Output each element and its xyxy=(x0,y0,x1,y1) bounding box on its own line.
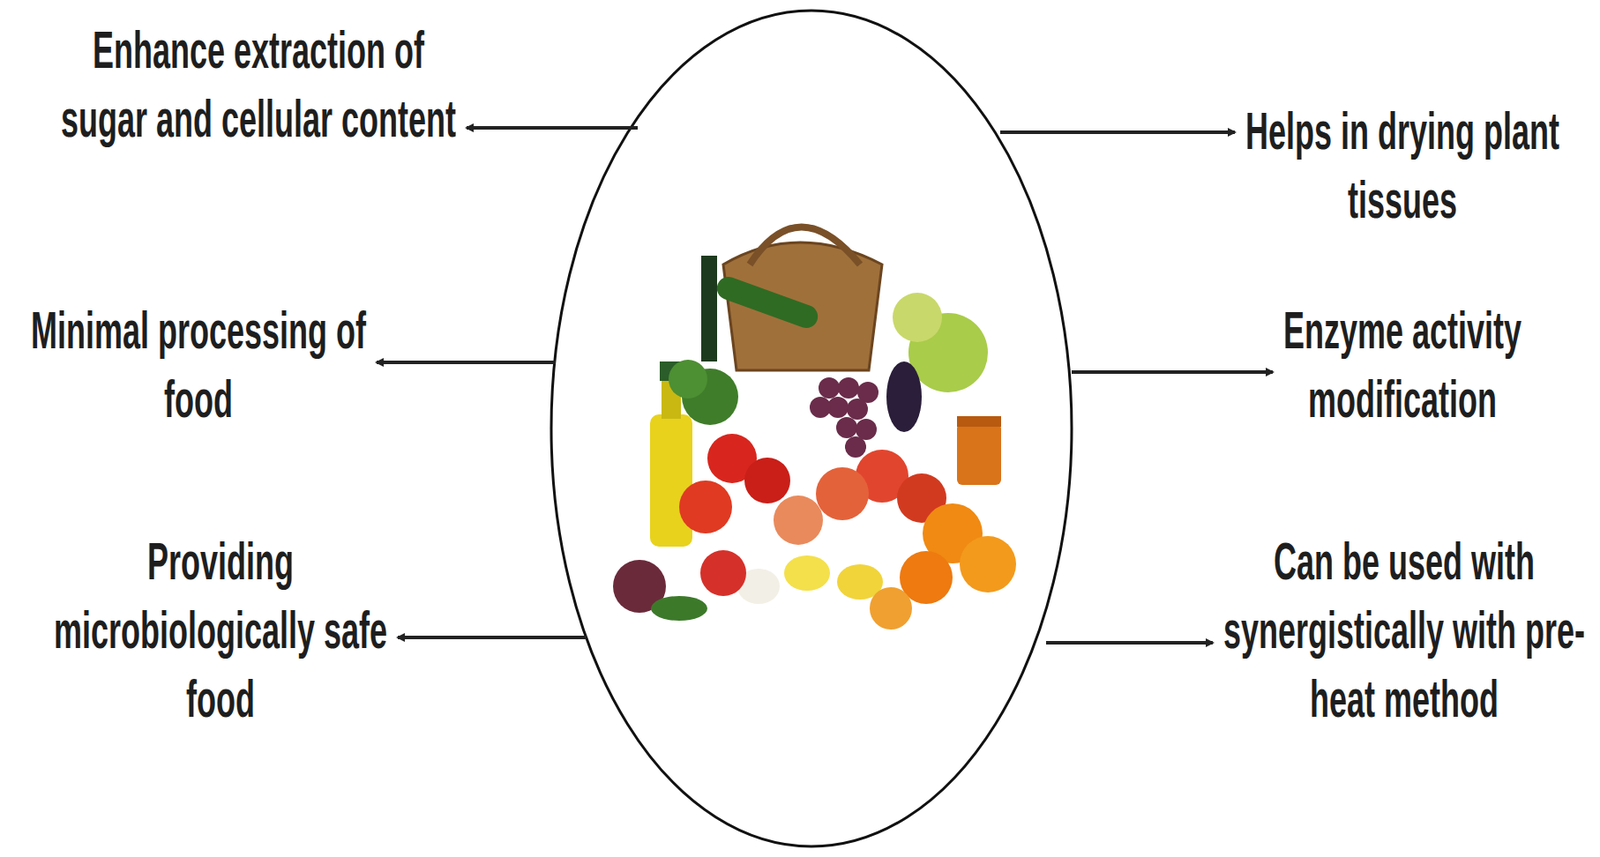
circle-outline xyxy=(551,10,1072,847)
benefit-label: Helps in drying plant tissues xyxy=(1217,97,1588,235)
pointer-arrow xyxy=(397,635,587,640)
benefit-label: Providing microbiologically safe food xyxy=(26,527,415,734)
label-box: Enhance extraction of sugar and cellular… xyxy=(59,15,457,228)
pointer-arrow xyxy=(1071,370,1273,374)
label-box: Enzyme activity modification xyxy=(1217,296,1588,509)
benefit-label: Enzyme activity modification xyxy=(1217,296,1588,434)
label-box: Helps in drying plant tissues xyxy=(1217,97,1588,309)
pointer-arrow xyxy=(376,360,556,365)
produce-pile xyxy=(613,227,1017,631)
label-box: Providing microbiologically safe food xyxy=(26,527,415,740)
benefit-label: Enhance extraction of sugar and cellular… xyxy=(59,15,457,154)
benefit-label: Minimal processing of food xyxy=(13,296,384,434)
label-box: Minimal processing of food xyxy=(13,296,384,509)
label-box: Can be used with synergistically with pr… xyxy=(1218,527,1590,740)
benefit-label: Can be used with synergistically with pr… xyxy=(1218,527,1590,734)
pointer-arrow xyxy=(1000,130,1235,135)
pointer-arrow xyxy=(1046,641,1213,645)
pointer-arrow xyxy=(466,126,638,130)
